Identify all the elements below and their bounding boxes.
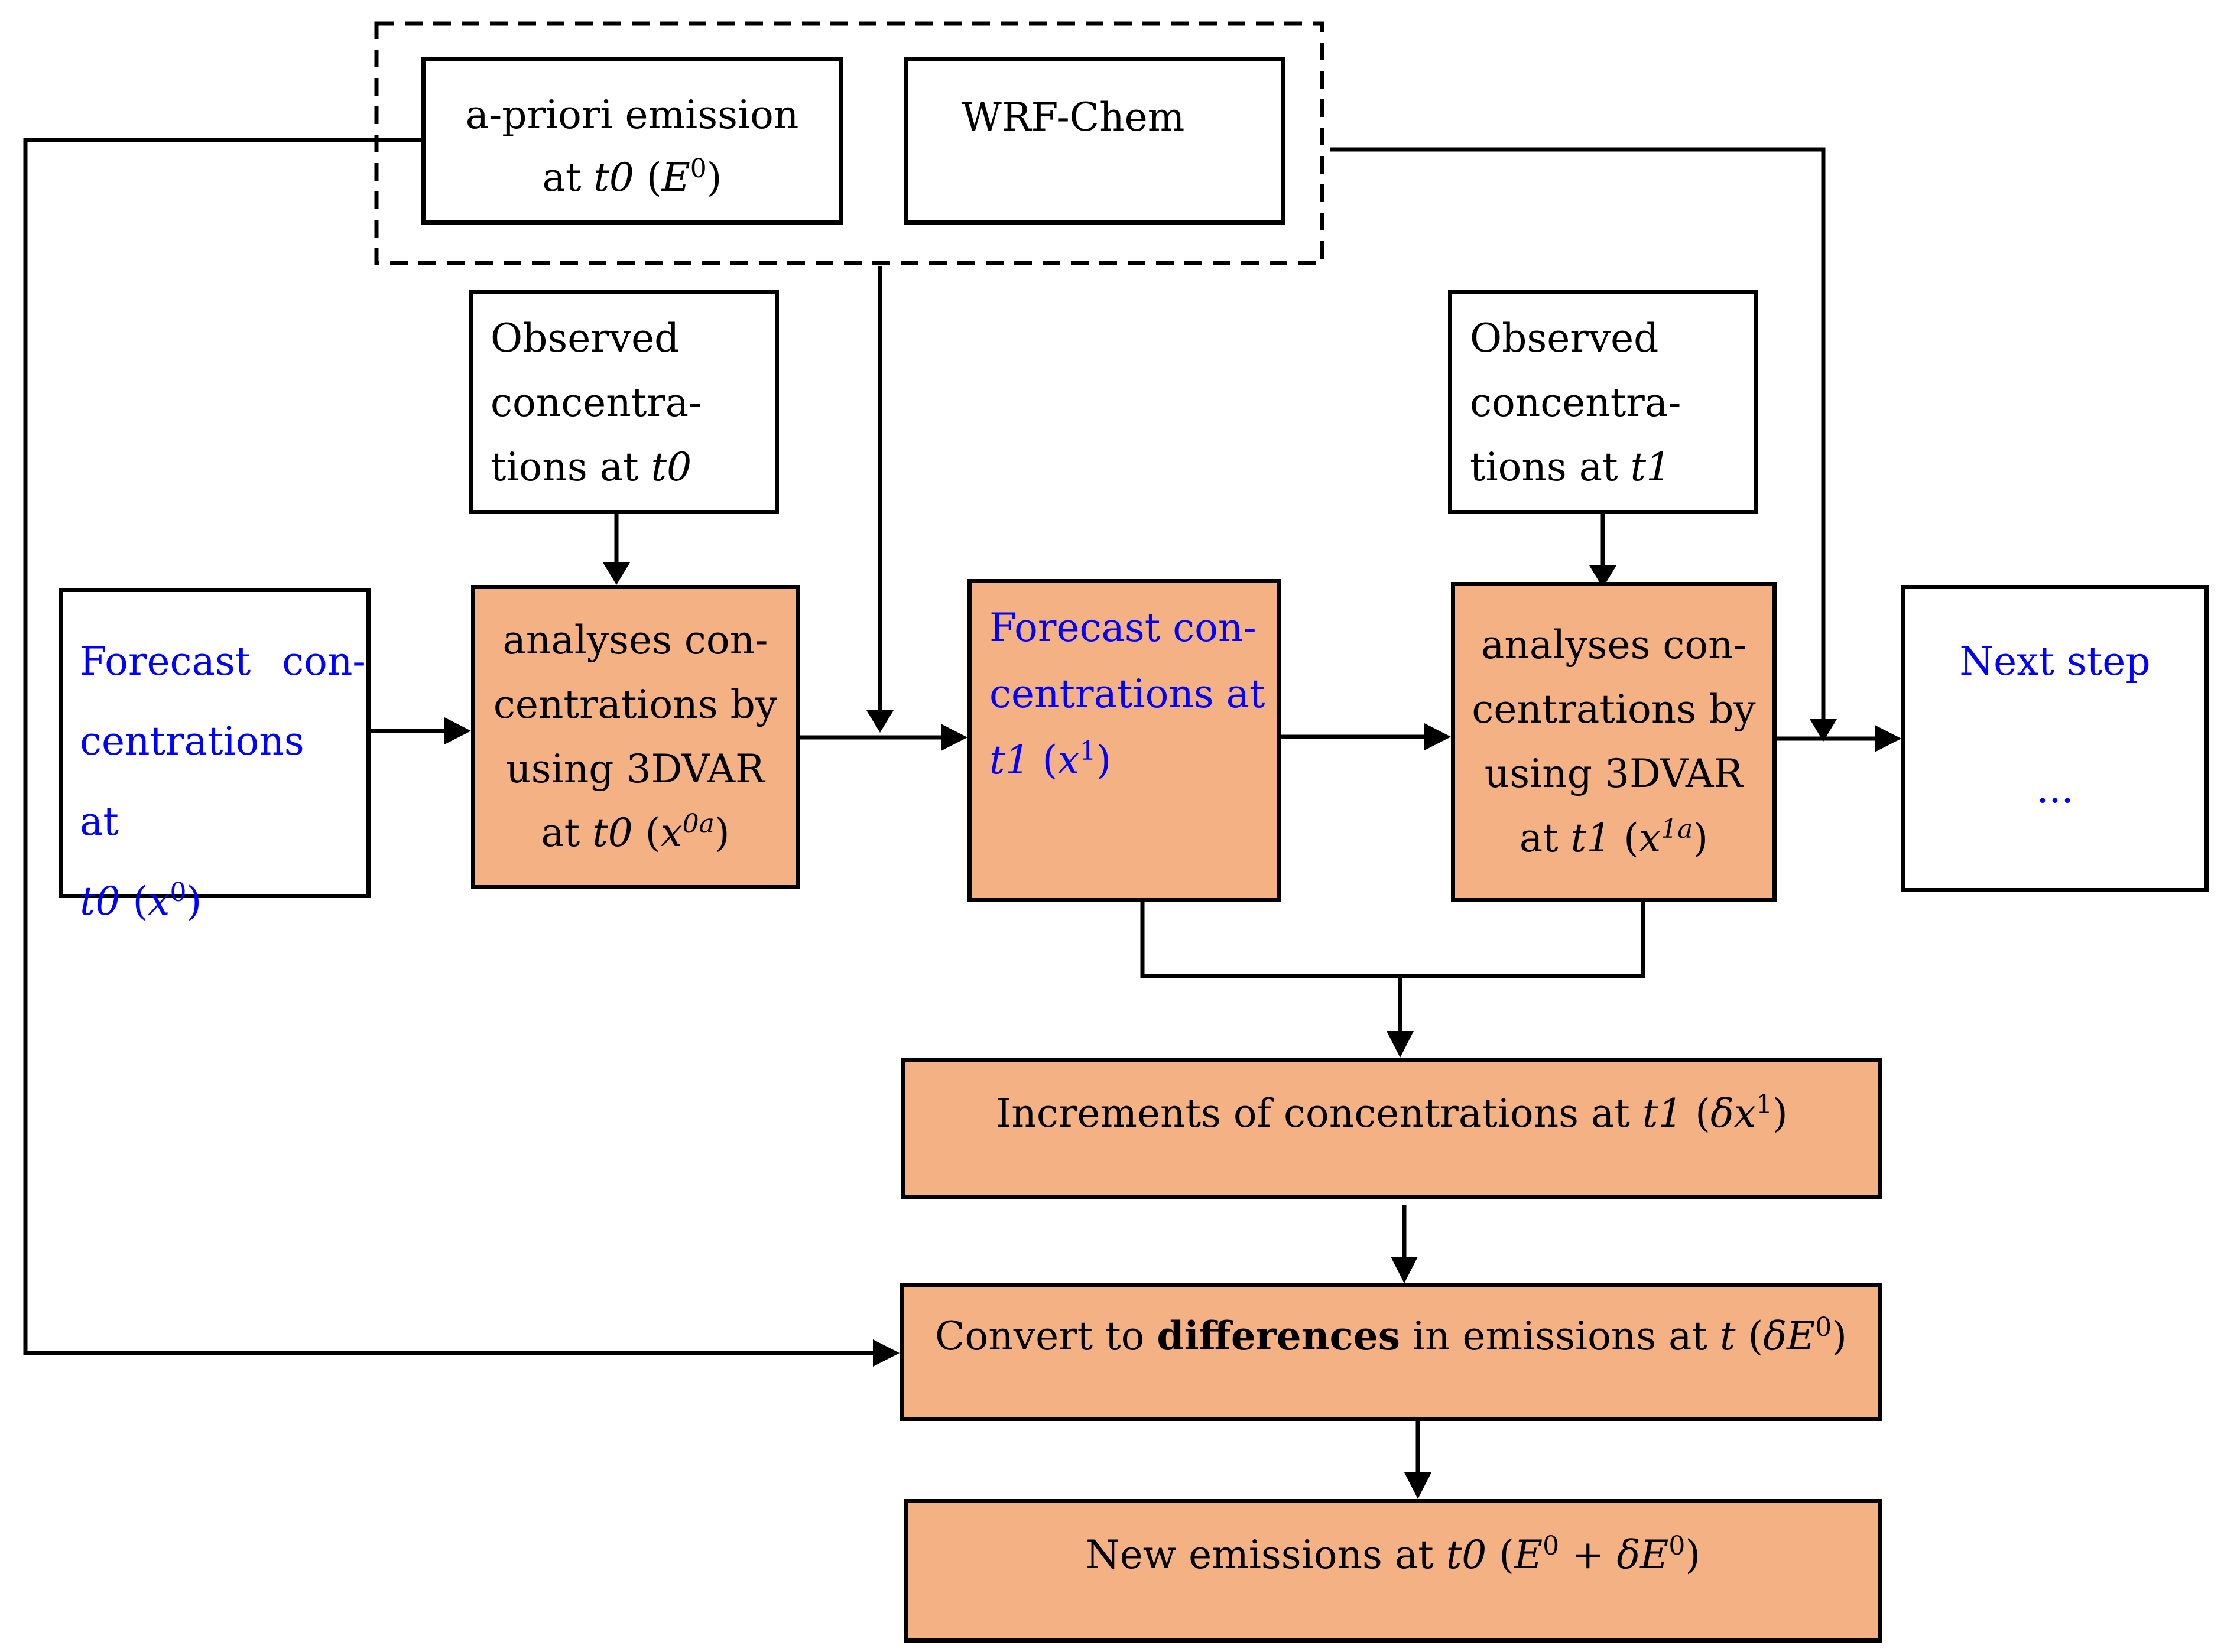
arrowhead-an0-fc1 [941,724,967,751]
new-emissions-box: New emissions at t0 (E0 + δE0) [904,1499,1882,1643]
analyses-t0-line1: analyses con- [502,617,768,663]
analyses-t1-line2: centrations by [1472,687,1756,733]
observed-t0-box: Observed concentra- tions at t0 [469,290,779,514]
obs-t0-line1: Observed [491,316,680,361]
forecast-t0-line1: Forecast con- [80,639,366,684]
edge-merge [1140,902,1645,978]
analyses-t1-box: analyses con- centrations by using 3DVAR… [1451,582,1777,902]
apriori-line2: at t0 (E0) [542,153,722,200]
analyses-t0-box: analyses con- centrations by using 3DVAR… [471,585,800,889]
obs-t0-line2: concentra- [491,379,702,425]
forecast-t0-line3: t0 (x0) [80,877,202,924]
next-step-ellipsis: ... [2036,766,2074,812]
analyses-t0-line3: using 3DVAR [506,746,765,792]
forecast-t1-line3: t1 (x1) [989,736,1112,783]
analyses-t1-line4: at t1 (x1a) [1519,814,1709,861]
wrf-chem-label: WRF-Chem [962,95,1185,140]
arrowhead-convert-new [1404,1472,1431,1499]
apriori-line1: a-priori emission [465,92,799,138]
next-step-label: Next step [1959,639,2151,684]
arrowhead-fc0-an0 [444,717,471,744]
forecast-t0-box: Forecast con- centrations at t0 (x0) [59,588,371,924]
edge-wrfchem-down [1330,147,1826,727]
obs-t1-line2: concentra- [1470,379,1681,425]
analyses-t1-line1: analyses con- [1481,622,1746,668]
obs-t1-line1: Observed [1470,316,1659,361]
forecast-t1-line1: Forecast con- [989,605,1257,651]
forecast-t1-line2: centrations at [989,671,1265,717]
edge-apriori-to-convert [23,138,875,1355]
arrowhead-an1-next [1875,725,1901,752]
forecast-t1-box: Forecast con- centrations at t1 (x1) [967,579,1281,902]
convert-box: Convert to differences in emissions at t… [900,1283,1882,1421]
new-emissions-text: New emissions at t0 (E0 + δE0) [1085,1531,1701,1578]
arrowhead-group [866,710,894,733]
arrowhead-inc-convert [1391,1257,1418,1283]
obs-t0-line3: tions at t0 [491,444,692,490]
analyses-t1-line3: using 3DVAR [1484,751,1744,796]
increments-box: Increments of concentrations at t1 (δx1) [901,1058,1882,1199]
arrowhead-obs-t1 [1589,565,1616,588]
arrowhead-merge [1387,1031,1414,1058]
obs-t1-line3: tions at t1 [1470,444,1671,490]
dashed-group-border [374,21,1324,265]
wrf-chem-box: WRF-Chem [904,57,1285,225]
forecast-t0-line2: centrations at [80,718,304,844]
next-step-box: Next step ... [1901,585,2209,892]
analyses-t0-line2: centrations by [493,681,778,727]
arrowhead-apriori-convert [873,1339,900,1367]
increments-text: Increments of concentrations at t1 (δx1) [996,1090,1788,1136]
apriori-emission-box: a-priori emission at t0 (E0) [421,57,843,225]
convert-text: Convert to differences in emissions at t… [935,1312,1847,1359]
analyses-t0-line4: at t0 (x0a) [541,809,730,856]
arrowhead-fc1-an1 [1424,723,1451,750]
observed-t1-box: Observed concentra- tions at t1 [1448,290,1758,514]
arrowhead-obs-t0 [603,562,630,585]
arrowhead-wrfchem [1810,719,1837,742]
